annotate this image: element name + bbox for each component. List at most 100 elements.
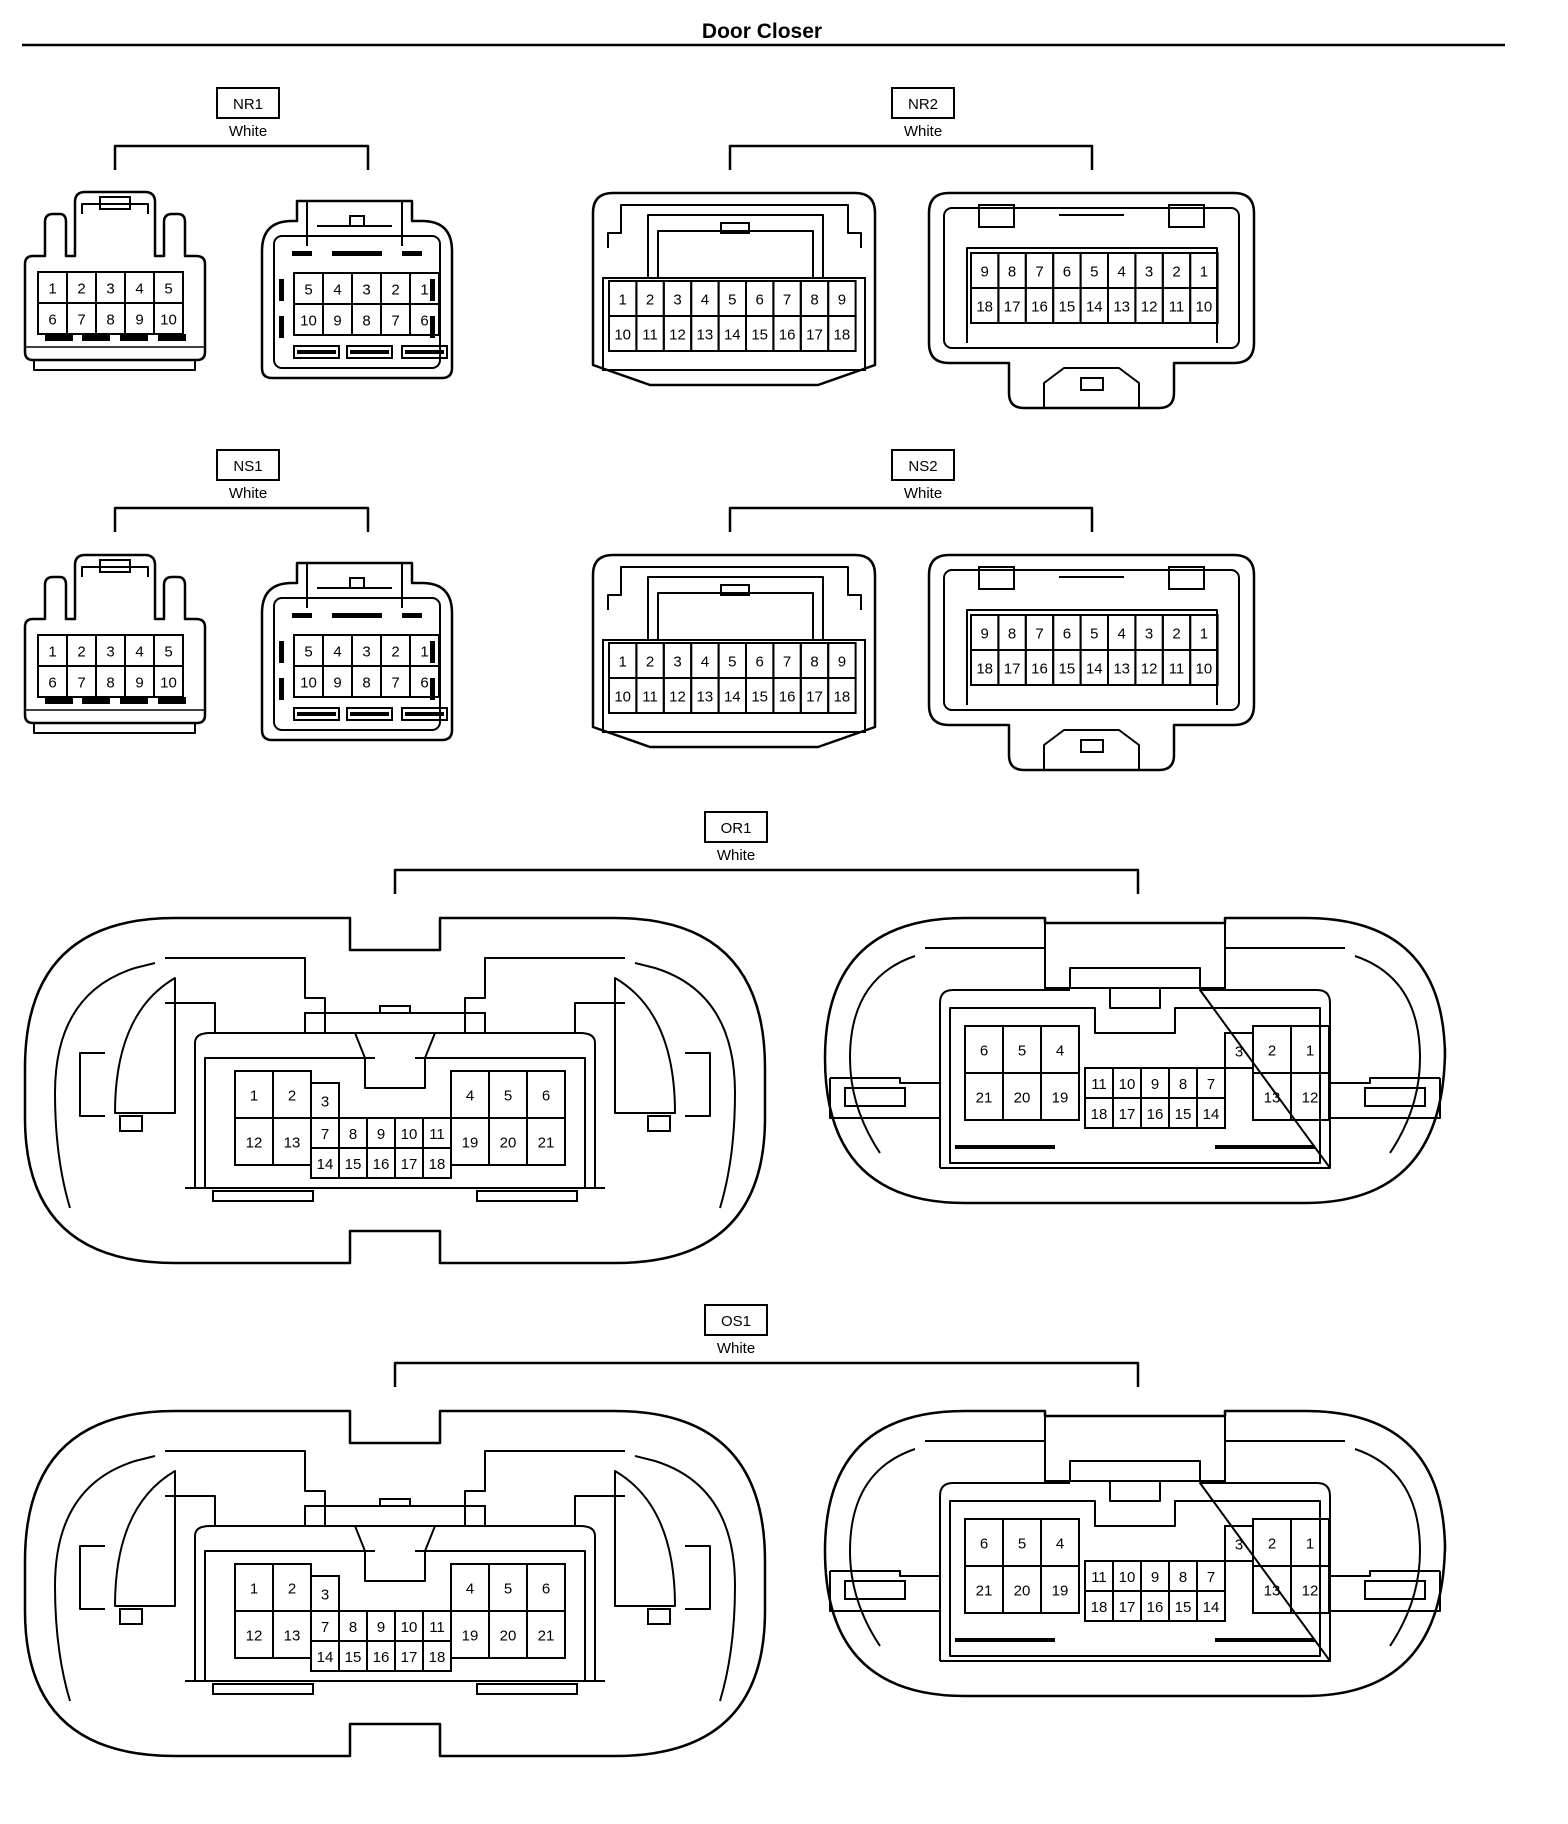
pin-cell: 3 xyxy=(1134,614,1164,651)
pin-number: 17 xyxy=(806,689,823,706)
pin-cell: 5 xyxy=(488,1070,528,1119)
pin-cell: 21 xyxy=(964,1072,1004,1121)
pin-cell: 7 xyxy=(380,303,411,336)
pin-number: 13 xyxy=(697,689,714,706)
pin-number: 4 xyxy=(1118,626,1126,643)
pin-cell: 13 xyxy=(272,1117,312,1166)
pin-cell: 3 xyxy=(662,642,693,679)
pin-number: 8 xyxy=(349,1126,357,1143)
connector-id: NR1 xyxy=(233,96,263,113)
pin-number: 21 xyxy=(538,1628,555,1645)
pin-cell: 7 xyxy=(1196,1067,1226,1099)
pin-number: 14 xyxy=(724,327,741,344)
pin-number: 3 xyxy=(673,654,681,671)
connector-color: White xyxy=(229,123,267,140)
pin-number: 2 xyxy=(646,654,654,671)
pin-cell: 14 xyxy=(717,315,747,352)
pin-cell: 7 xyxy=(1024,614,1055,651)
pin-number: 2 xyxy=(1268,1043,1276,1060)
pin-cell: 9 xyxy=(1140,1560,1170,1592)
pin-number: 9 xyxy=(135,675,143,692)
connector-id: NS2 xyxy=(908,458,937,475)
pin-number: 16 xyxy=(373,1649,390,1666)
pin-number: 6 xyxy=(980,1536,988,1553)
pin-cell: 17 xyxy=(394,1640,424,1672)
pin-number: 15 xyxy=(751,327,768,344)
connector-id-box xyxy=(704,811,768,843)
pin-number: 1 xyxy=(619,654,627,671)
pin-number: 16 xyxy=(1031,299,1048,316)
pin-cell: 8 xyxy=(95,302,126,335)
pin-number: 16 xyxy=(1147,1599,1164,1616)
pin-number: 10 xyxy=(614,327,631,344)
pin-cell: 7 xyxy=(66,665,97,698)
pin-cell: 5 xyxy=(153,634,184,667)
pin-cell: 10 xyxy=(1189,649,1219,686)
pin-number: 8 xyxy=(810,654,818,671)
pin-cell: 5 xyxy=(293,634,324,667)
pin-cell: 16 xyxy=(1024,649,1055,686)
pin-number: 12 xyxy=(246,1135,263,1152)
pin-number: 15 xyxy=(1175,1106,1192,1123)
pin-cell: 7 xyxy=(1024,252,1055,289)
pin-number: 1 xyxy=(250,1581,258,1598)
pin-cell: 21 xyxy=(526,1610,566,1659)
pin-number: 4 xyxy=(701,292,709,309)
pin-cell: 5 xyxy=(153,271,184,304)
pin-cell: 4 xyxy=(450,1563,490,1612)
pin-cell: 8 xyxy=(1168,1560,1198,1592)
pin-number: 6 xyxy=(1063,626,1071,643)
pin-number: 16 xyxy=(1147,1106,1164,1123)
pin-number: 7 xyxy=(783,292,791,309)
pin-cell: 11 xyxy=(422,1610,452,1642)
latch-slot xyxy=(430,641,435,663)
pin-cell: 14 xyxy=(310,1640,340,1672)
pin-cell: 18 xyxy=(970,287,1000,324)
pin-cell: 1 xyxy=(37,271,68,304)
latch-slot xyxy=(45,697,73,704)
pin-cell: 4 xyxy=(1107,252,1137,289)
pin-cell: 15 xyxy=(338,1147,368,1179)
pin-number: 1 xyxy=(250,1088,258,1105)
pin-number: 13 xyxy=(697,327,714,344)
pin-number: 17 xyxy=(401,1156,418,1173)
pin-number: 16 xyxy=(779,689,796,706)
pin-number: 1 xyxy=(420,644,428,661)
pin-cell: 17 xyxy=(1112,1097,1142,1129)
pin-cell: 16 xyxy=(1024,287,1055,324)
pin-cell: 17 xyxy=(394,1147,424,1179)
pin-cell: 9 xyxy=(366,1610,396,1642)
latch-slot xyxy=(45,334,73,341)
latch-slot xyxy=(332,613,382,618)
connector-id-box xyxy=(216,449,280,481)
pin-cell: 2 xyxy=(635,642,665,679)
pin-number: 7 xyxy=(77,312,85,329)
pin-cell: 2 xyxy=(1161,614,1192,651)
pin-cell: 3 xyxy=(95,634,126,667)
connector-id: OR1 xyxy=(721,820,752,837)
pin-number: 7 xyxy=(77,675,85,692)
pin-cell: 10 xyxy=(293,665,324,698)
pin-cell: 16 xyxy=(1140,1590,1170,1622)
pin-cell: 15 xyxy=(745,677,775,714)
pin-cell: 16 xyxy=(366,1640,396,1672)
pin-number: 3 xyxy=(362,644,370,661)
pin-cell: 8 xyxy=(351,665,382,698)
pin-number: 13 xyxy=(1113,661,1130,678)
pin-cell: 9 xyxy=(827,280,857,317)
pin-cell: 17 xyxy=(799,315,830,352)
pin-cell: 13 xyxy=(1252,1565,1292,1614)
pin-cell: 18 xyxy=(422,1640,452,1672)
pin-number: 15 xyxy=(1059,661,1076,678)
latch-slot xyxy=(430,279,435,301)
latch-slot xyxy=(350,712,389,716)
pin-cell: 12 xyxy=(234,1610,274,1659)
